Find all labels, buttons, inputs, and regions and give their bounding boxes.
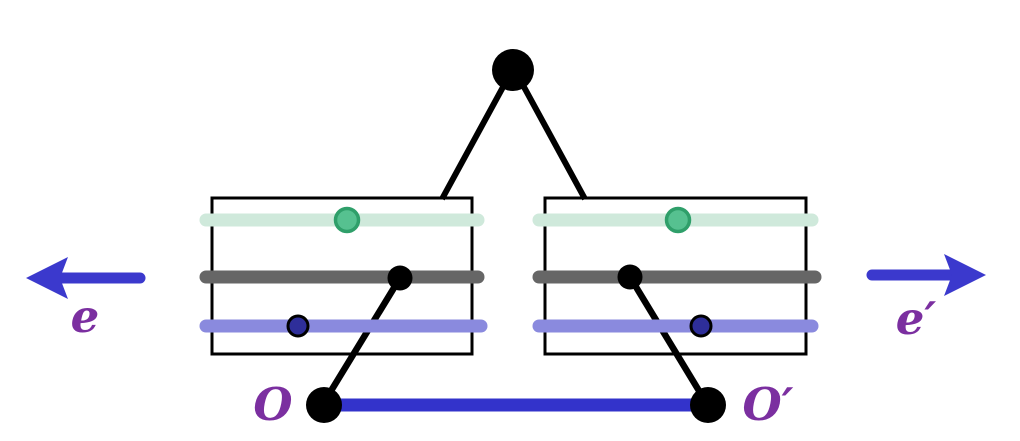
- connector-right: [627, 275, 710, 406]
- label-O-prime: O′: [742, 378, 793, 431]
- apex-vertex-dot: [492, 49, 534, 91]
- label-e-prime: e′: [896, 292, 937, 345]
- green-marker-dot-left: [333, 206, 361, 234]
- navy-marker-dot-left: [286, 314, 310, 338]
- black-marker-dot-right: [617, 264, 643, 290]
- right-arrow-icon: [866, 254, 986, 296]
- apex-edge-left: [439, 74, 512, 201]
- navy-marker-dot-right: [689, 314, 713, 338]
- label-O: O: [253, 378, 292, 431]
- left-arrow-head: [26, 257, 68, 299]
- right-arrow-head: [944, 254, 986, 296]
- black-marker-dot-left: [387, 265, 413, 291]
- origin-dot-Oprime: [690, 387, 726, 423]
- green-marker-dot-right: [664, 206, 692, 234]
- connector-left: [320, 276, 403, 406]
- origin-dot-O: [306, 387, 342, 423]
- left-arrow-icon: [26, 257, 146, 299]
- label-e: e: [71, 290, 100, 343]
- apex-edge-right: [515, 74, 588, 201]
